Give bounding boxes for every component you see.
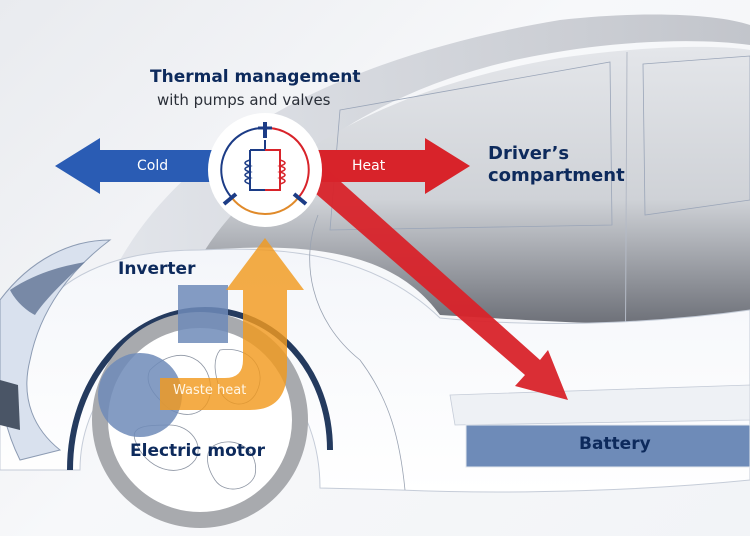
drivers-compartment-label-line2: compartment [488,165,625,186]
electric-motor-symbol [98,353,182,437]
diagram-subtitle: with pumps and valves [157,91,331,109]
heat-arrow [315,138,470,194]
front-fascia-shadow [10,262,85,315]
electric-motor-label: Electric motor [130,441,265,461]
valve-icons [222,122,308,206]
battery-heat-arrow [300,165,568,400]
cold-label: Cold [137,158,169,174]
headlight [0,380,20,430]
window-frame-rear [642,55,750,216]
cold-arrow [55,138,215,194]
heat-label: Heat [352,158,386,174]
battery-bar [465,424,750,468]
inverter-symbol [178,285,228,343]
thermal-circuit-icon [220,126,310,215]
thermal-management-hub [208,113,322,227]
car-sill [449,384,750,426]
waste-heat-arrow [160,238,304,410]
car-window [205,46,750,325]
battery-label: Battery [579,434,651,454]
body-contour [309,214,406,491]
drivers-compartment-label-line1: Driver’s [488,143,570,164]
diagram-title: Thermal management [150,67,361,87]
waste-heat-label: Waste heat [173,383,247,398]
inverter-label: Inverter [118,259,196,279]
